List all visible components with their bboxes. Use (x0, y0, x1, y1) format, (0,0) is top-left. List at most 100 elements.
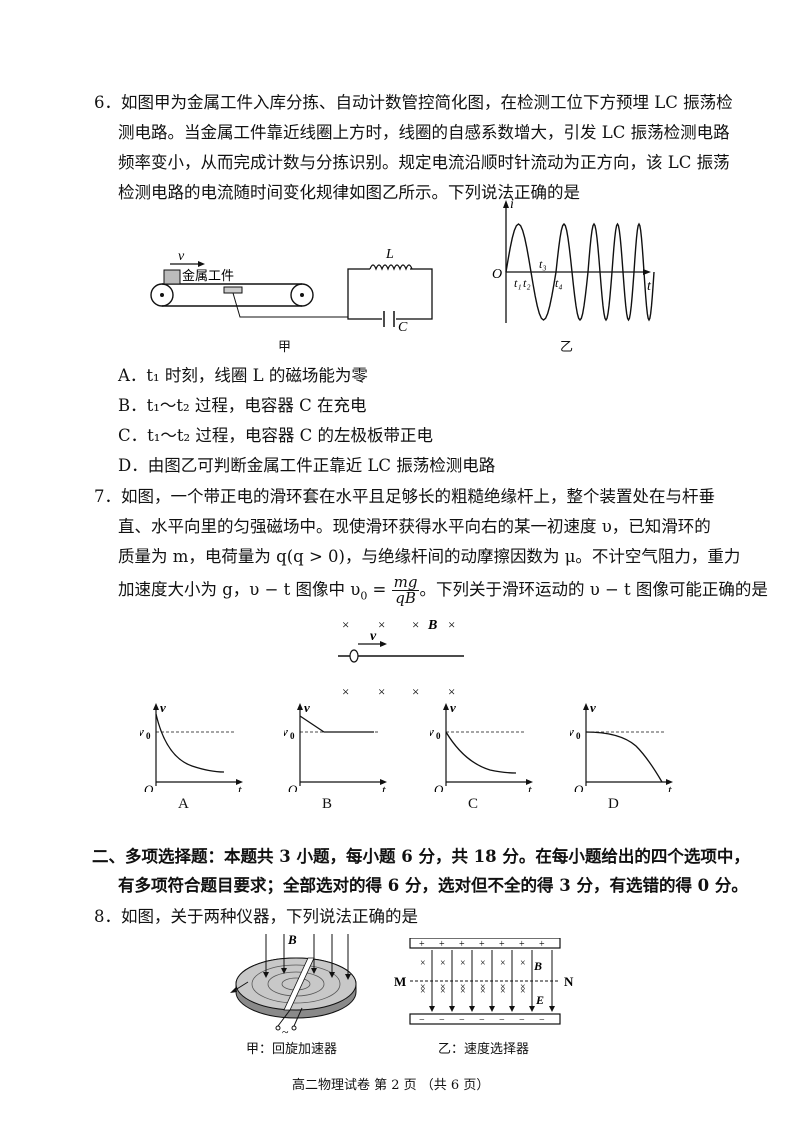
selector-top-plate (409, 938, 561, 949)
svg-text:×: × (480, 982, 486, 993)
svg-text:−: − (519, 1015, 525, 1026)
q6-line-4: 检测电路的电流随时间变化规律如图乙所示。下列说法正确的是 (118, 183, 580, 202)
section2-heading-line-1: 二、多项选择题：本题共 3 小题，每小题 6 分，共 18 分。在每小题给出的四… (92, 847, 750, 866)
q8-N-label: N (564, 974, 574, 989)
q8-cyclotron-figure: B ~ (230, 932, 357, 1038)
svg-text:+: + (519, 939, 525, 950)
svg-text:×: × (420, 958, 426, 969)
q6-t3-label: t₃ (539, 257, 547, 271)
q6-i-label: i (510, 198, 514, 212)
q7-graph-letter: D (608, 796, 619, 812)
svg-text:v: v (450, 702, 456, 715)
q7-graph-d: vv0OtD (568, 700, 680, 812)
q7-graph-letter: C (468, 796, 479, 812)
lc-circuit-frame (347, 268, 433, 320)
q7-frac-den: qB (395, 589, 416, 607)
svg-text:×: × (378, 684, 385, 699)
svg-text:×: × (460, 982, 466, 993)
svg-text:+: + (459, 939, 465, 950)
q8-B-label: B (287, 932, 297, 947)
q7-graph-letter: A (178, 796, 189, 812)
q7-graph-letter: B (322, 796, 333, 812)
metal-workpiece (163, 269, 181, 285)
svg-text:−: − (439, 1015, 445, 1026)
svg-text:v: v (430, 724, 434, 739)
svg-text:×: × (412, 684, 419, 699)
svg-text:v: v (140, 724, 144, 739)
svg-text:+: + (479, 939, 485, 950)
svg-text:v: v (304, 702, 310, 715)
svg-text:v: v (284, 724, 288, 739)
q8-M-label: M (394, 974, 406, 989)
svg-text:×: × (520, 958, 526, 969)
q8-E-label: E (535, 993, 544, 1007)
svg-text:+: + (439, 939, 445, 950)
svg-text:×: × (440, 982, 446, 993)
q7-line4-eq: = (367, 580, 392, 599)
svg-text:×: × (460, 958, 466, 969)
q7-line4-a: 加速度大小为 g，υ − t 图像中 υ (118, 580, 361, 599)
q8-ac-symbol: ~ (282, 1025, 289, 1038)
svg-text:t: t (238, 782, 242, 792)
q6-current-wave (505, 222, 655, 322)
svg-text:×: × (500, 982, 506, 993)
q8-velocity-selector-figure: M N B E +−+−+−+−+−+−+−×××××××××××××××××× (394, 938, 574, 1026)
q7-frac-num: mg (391, 573, 420, 591)
q6-option-c: C．t₁～t₂ 过程，电容器 C 的左极板带正电 (118, 426, 433, 445)
section2-heading-line-2: 有多项符合题目要求；全部选对的得 6 分，选对但不全的得 3 分，有选错的得 0… (118, 876, 748, 895)
svg-text:0: 0 (436, 731, 441, 741)
svg-text:×: × (448, 617, 455, 632)
svg-text:×: × (520, 982, 526, 993)
q6-t1-label: t₁ (514, 276, 522, 290)
svg-text:×: × (412, 617, 419, 632)
q6-option-b: B．t₁～t₂ 过程，电容器 C 在充电 (118, 396, 367, 415)
q6-line-3: 频率变小，从而完成计数与分拣识别。规定电流沿顺时针流动为正方向，该 LC 振荡 (118, 153, 730, 172)
q7-line4-d: 。下列关于滑环运动的 υ − t 图像可能正确的是 (419, 580, 768, 599)
svg-text:O: O (288, 782, 298, 792)
q6-line-2: 测电路。当金属工件靠近线圈上方时，线圈的自感系数增大，引发 LC 振荡检测电路 (118, 123, 730, 142)
svg-text:×: × (448, 684, 455, 699)
q7-line-3: 质量为 m，电荷量为 q(q > 0)，与绝缘杆间的动摩擦因数为 μ。不计空气阻… (118, 547, 741, 566)
svg-text:−: − (479, 1015, 485, 1026)
q7-v-label: v (370, 629, 377, 644)
svg-text:+: + (419, 939, 425, 950)
svg-text:t: t (668, 782, 672, 792)
q6-t-label: t (647, 279, 652, 294)
svg-text:−: − (459, 1015, 465, 1026)
svg-text:×: × (420, 986, 426, 997)
selector-bottom-plate (409, 1013, 561, 1025)
q6-option-a: A．t₁ 时刻，线圈 L 的磁场能为零 (118, 366, 368, 385)
q8-line: 8．如图，关于两种仪器，下列说法正确的是 (94, 907, 418, 926)
q7-rod-figure: × × × B × v × × × × (338, 617, 464, 699)
svg-text:−: − (539, 1015, 545, 1026)
svg-text:+: + (499, 939, 505, 950)
inductor-coil (369, 264, 413, 271)
svg-text:×: × (378, 617, 385, 632)
svg-text:0: 0 (290, 731, 295, 741)
svg-text:×: × (342, 684, 349, 699)
svg-text:v: v (590, 702, 596, 715)
q7-B-label: B (427, 618, 437, 633)
svg-text:×: × (520, 986, 526, 997)
q6-option-d: D．由图乙可判断金属工件正靠近 LC 振荡检测电路 (118, 456, 496, 475)
q6-line-1: 6．如图甲为金属工件入库分拣、自动计数管控简化图，在检测工位下方预埋 LC 振荡… (94, 93, 733, 112)
q8-B-label-selector: B (533, 959, 542, 973)
q6-fig-jia-caption: 甲 (278, 340, 292, 355)
q6-fig-yi-caption: 乙 (560, 340, 574, 355)
svg-text:t: t (528, 782, 532, 792)
q6-figure-yi: i O t t₁ t₂ t₃ t₄ (492, 198, 655, 323)
q7-line-1: 7．如图，一个带正电的滑环套在水平且足够长的粗糙绝缘杆上，整个装置处在与杆垂 (94, 487, 715, 506)
q6-O-label: O (492, 267, 502, 282)
svg-text:×: × (480, 986, 486, 997)
q6-work-label: 金属工件 (182, 268, 234, 283)
q6-t2-label: t₂ (523, 276, 531, 290)
svg-text:t: t (382, 782, 386, 792)
q7-graph-c: vv0OtC (428, 700, 540, 812)
svg-text:×: × (440, 986, 446, 997)
svg-text:×: × (460, 986, 466, 997)
page-footer: 高二物理试卷 第 2 页 （共 6 页） (292, 1078, 490, 1093)
q6-figure-jia: v 金属工件 L C (150, 247, 433, 335)
q7-graph-a: vv0OtA (138, 700, 250, 812)
